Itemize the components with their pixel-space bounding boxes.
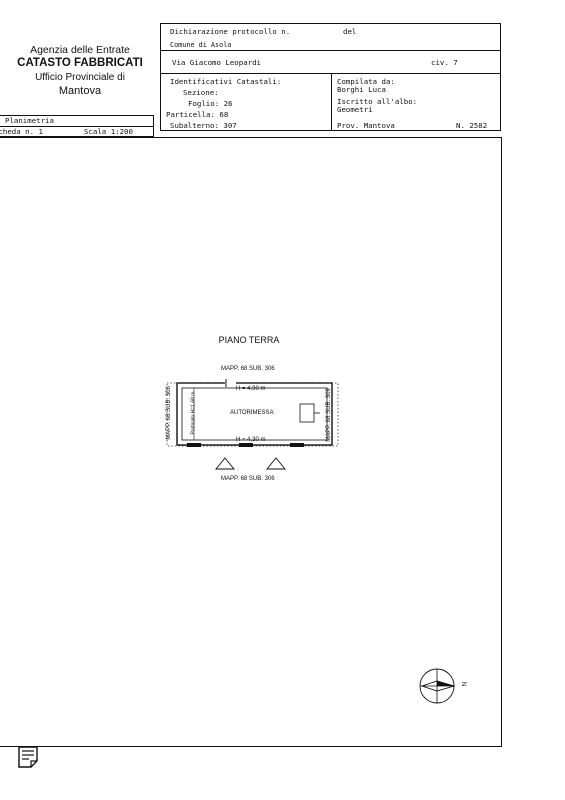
top-neighbor-label: MAPP. 68 SUB. 306 <box>221 366 275 372</box>
bottom-neighbor-label: MAPP. 68 SUB. 306 <box>221 476 275 482</box>
registered-label: Iscritto all'albo: <box>337 97 418 106</box>
agency-province: Mantova <box>58 85 102 97</box>
declaration-label: Dichiarazione protocollo n. <box>170 27 291 36</box>
room-name-label: AUTORIMESSA <box>230 410 274 416</box>
sezione: Sezione: <box>183 88 219 97</box>
foglio: Foglio: 26 <box>188 99 233 108</box>
sheet-info-divider <box>0 126 154 127</box>
document-icon <box>18 746 38 768</box>
address: Via Giacomo Leopardi <box>172 58 261 67</box>
side-height-label: Porticato H=1,68 m <box>190 391 197 435</box>
subalterno: Subalterno: 307 <box>170 121 237 130</box>
agency-department: CATASTO FABBRICATI <box>17 57 143 69</box>
left-neighbor-label: MAPP. 68 SUB. 306 <box>165 386 172 440</box>
header-column-divider <box>331 73 332 131</box>
compiled-label: Compilata da: <box>337 77 395 86</box>
inner-wall <box>181 387 328 441</box>
compiled-name: Borghi Luca <box>337 85 386 94</box>
floor-title: PIANO TERRA <box>218 335 280 345</box>
registered-role: Geometri <box>337 105 373 114</box>
opening-3 <box>290 443 304 447</box>
compass-north-label: N <box>460 681 467 687</box>
drawing-frame <box>0 137 502 747</box>
right-neighbor-label: MAPP. 68 SUB. 309 <box>325 388 332 442</box>
sheet-scale: Scala 1:200 <box>84 127 133 136</box>
height-top-label: H = 4,90 m <box>236 386 266 392</box>
agency-office: Ufficio Provinciale di <box>35 72 125 83</box>
sheet-number: Scheda n. 1 <box>0 127 43 136</box>
header-divider-1 <box>160 50 501 51</box>
comune-name: Comune di Asola <box>170 41 232 49</box>
declaration-del: del <box>343 27 357 36</box>
wall-recess <box>299 403 315 423</box>
sheet-type: Planimetria <box>5 116 54 125</box>
header-divider-2 <box>160 73 501 74</box>
entrance-arrow-1 <box>215 457 235 470</box>
particella: Particella: 68 <box>166 110 229 119</box>
cadastral-title: Identificativi Catastali: <box>170 77 282 86</box>
height-bottom-label: H = 4,30 m <box>236 437 266 443</box>
entrance-arrow-2 <box>266 457 286 470</box>
header-box <box>160 23 501 131</box>
opening-2 <box>239 443 253 447</box>
province-label: Prov. Mantova <box>337 121 395 130</box>
registration-number: N. 2582 <box>456 121 488 130</box>
compass-rose-icon <box>419 668 456 704</box>
agency-name: Agenzia delle Entrate <box>30 44 130 56</box>
opening-1 <box>187 443 201 447</box>
civic-number: civ. 7 <box>431 58 458 67</box>
garage-plan <box>166 379 339 470</box>
